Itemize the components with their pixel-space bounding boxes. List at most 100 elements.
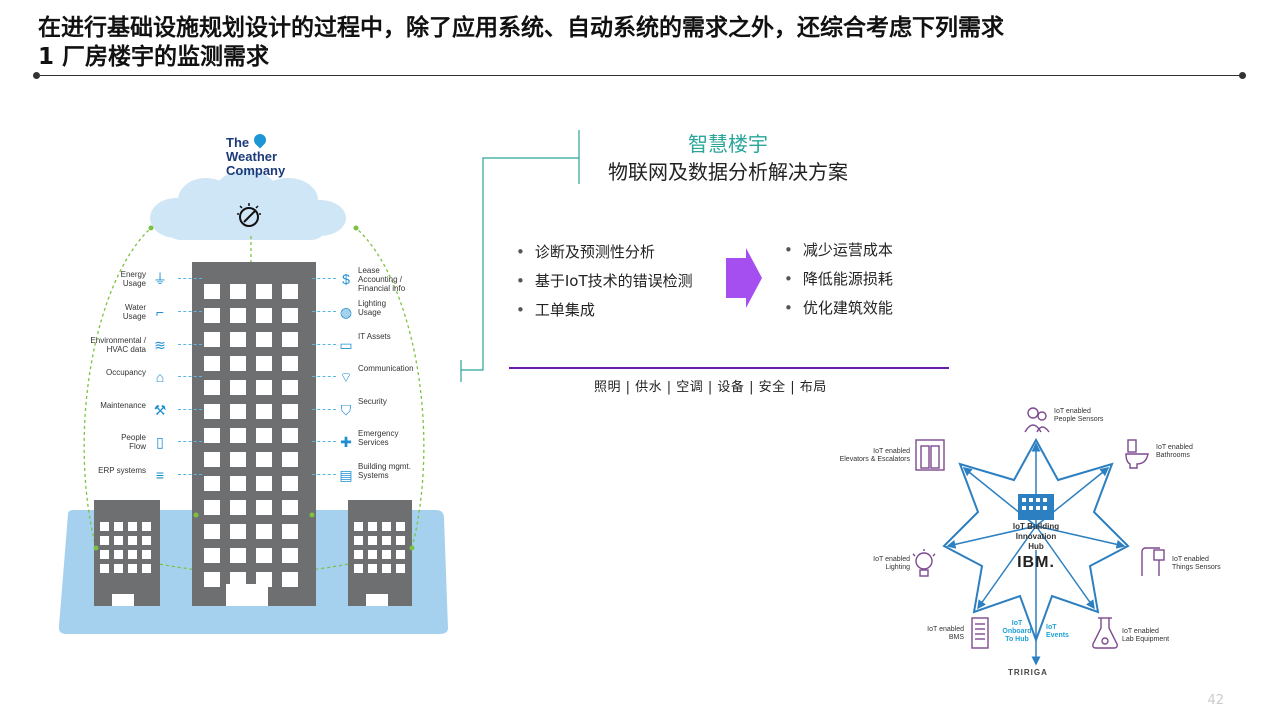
- window: [282, 356, 298, 371]
- window: [230, 524, 246, 539]
- window: [100, 564, 109, 573]
- window: [282, 308, 298, 323]
- hub-label: IoT Building Innovation Hub IBM.: [996, 522, 1076, 574]
- shield-icon: ⛉: [340, 402, 352, 418]
- window: [282, 476, 298, 491]
- window: [204, 404, 220, 419]
- window: [128, 536, 137, 545]
- window: [142, 550, 151, 559]
- door: [366, 594, 388, 606]
- list-item: 基于IoT技术的错误检测: [516, 267, 693, 296]
- iot-events-label: IoT Events: [1046, 624, 1069, 639]
- window: [282, 404, 298, 419]
- window: [204, 308, 220, 323]
- window: [354, 536, 363, 545]
- window: [282, 428, 298, 443]
- window: [282, 332, 298, 347]
- capabilities-list: 诊断及预测性分析 基于IoT技术的错误检测 工单集成: [516, 238, 693, 325]
- lab-equipment-node: IoT enabled Lab Equipment: [1122, 628, 1170, 643]
- left-building-label-row: Occupancy⌂: [56, 368, 202, 394]
- plug-icon: ⏚: [153, 271, 167, 287]
- window: [230, 548, 246, 563]
- window: [114, 536, 123, 545]
- window: [256, 356, 272, 371]
- elevators-node: IoT enabled Elevators & Escalators: [839, 448, 910, 463]
- connector-line: [312, 311, 336, 312]
- left-building-label-row: ERP systems≡: [56, 466, 202, 492]
- title-line-1: 在进行基础设施规划设计的过程中，除了应用系统、自动系统的需求之外，还综合考虑下列…: [38, 15, 1004, 41]
- page-number: 42: [1207, 693, 1224, 708]
- window: [204, 476, 220, 491]
- people-icon: [1022, 404, 1052, 434]
- window: [204, 500, 220, 515]
- window: [230, 404, 246, 419]
- window: [368, 564, 377, 573]
- window: [114, 522, 123, 531]
- window: [204, 524, 220, 539]
- window: [230, 572, 246, 587]
- benefits-list: 减少运营成本 降低能源损耗 优化建筑效能: [784, 236, 893, 323]
- category-list: 照明 | 供水 | 空调 | 设备 | 安全 | 布局: [594, 380, 827, 395]
- window: [204, 452, 220, 467]
- dollar-icon: $: [342, 271, 350, 287]
- window: [256, 404, 272, 419]
- window: [230, 284, 246, 299]
- right-building-label-row: ▭IT Assets: [312, 332, 452, 364]
- list-item: 减少运营成本: [784, 236, 893, 265]
- window: [142, 564, 151, 573]
- window: [256, 548, 272, 563]
- window: [368, 550, 377, 559]
- window: [204, 428, 220, 443]
- medical-cross-icon: ✚: [340, 434, 352, 450]
- window: [100, 522, 109, 531]
- window: [256, 500, 272, 515]
- window: [282, 380, 298, 395]
- right-building-label: Communication: [358, 364, 414, 373]
- window: [382, 550, 391, 559]
- connector-line: [178, 376, 202, 377]
- connector-line: [312, 474, 336, 475]
- window: [230, 356, 246, 371]
- window: [256, 476, 272, 491]
- tririga-logo: TRIRIGA: [1008, 668, 1048, 677]
- window: [382, 564, 391, 573]
- window: [230, 308, 246, 323]
- connector-line: [312, 441, 336, 442]
- window: [368, 536, 377, 545]
- onboard-to-hub-label: IoT Onboard To Hub: [1002, 620, 1032, 643]
- list-item: 诊断及预测性分析: [516, 238, 693, 267]
- window: [114, 564, 123, 573]
- window: [100, 536, 109, 545]
- list-item: 工单集成: [516, 296, 693, 325]
- window: [256, 452, 272, 467]
- window: [100, 550, 109, 559]
- faucet-icon: ⌐: [155, 304, 165, 320]
- right-building-label-row: ⌔Communication: [312, 364, 452, 396]
- connector-line: [178, 311, 202, 312]
- page-title: 在进行基础设施规划设计的过程中，除了应用系统、自动系统的需求之外，还综合考虑下列…: [38, 14, 1004, 72]
- weather-company-logo: The Weather Company: [226, 135, 286, 178]
- wrench-icon: ⚒: [153, 402, 167, 418]
- things-sensors-node: IoT enabled Things Sensors: [1172, 556, 1221, 571]
- door-icon: ▯: [156, 434, 164, 450]
- connector-line: [312, 344, 336, 345]
- right-building-label: Building mgmt.Systems: [358, 462, 411, 480]
- section-divider: [509, 367, 949, 369]
- window: [382, 522, 391, 531]
- toilet-icon: [1124, 438, 1152, 470]
- window: [114, 550, 123, 559]
- lab-flask-icon: [1090, 616, 1120, 650]
- divider-left-dot: [33, 72, 40, 79]
- window: [128, 522, 137, 531]
- list-item: 优化建筑效能: [784, 294, 893, 323]
- window: [282, 572, 298, 587]
- window: [142, 536, 151, 545]
- bathrooms-node: IoT enabled Bathrooms: [1156, 444, 1193, 459]
